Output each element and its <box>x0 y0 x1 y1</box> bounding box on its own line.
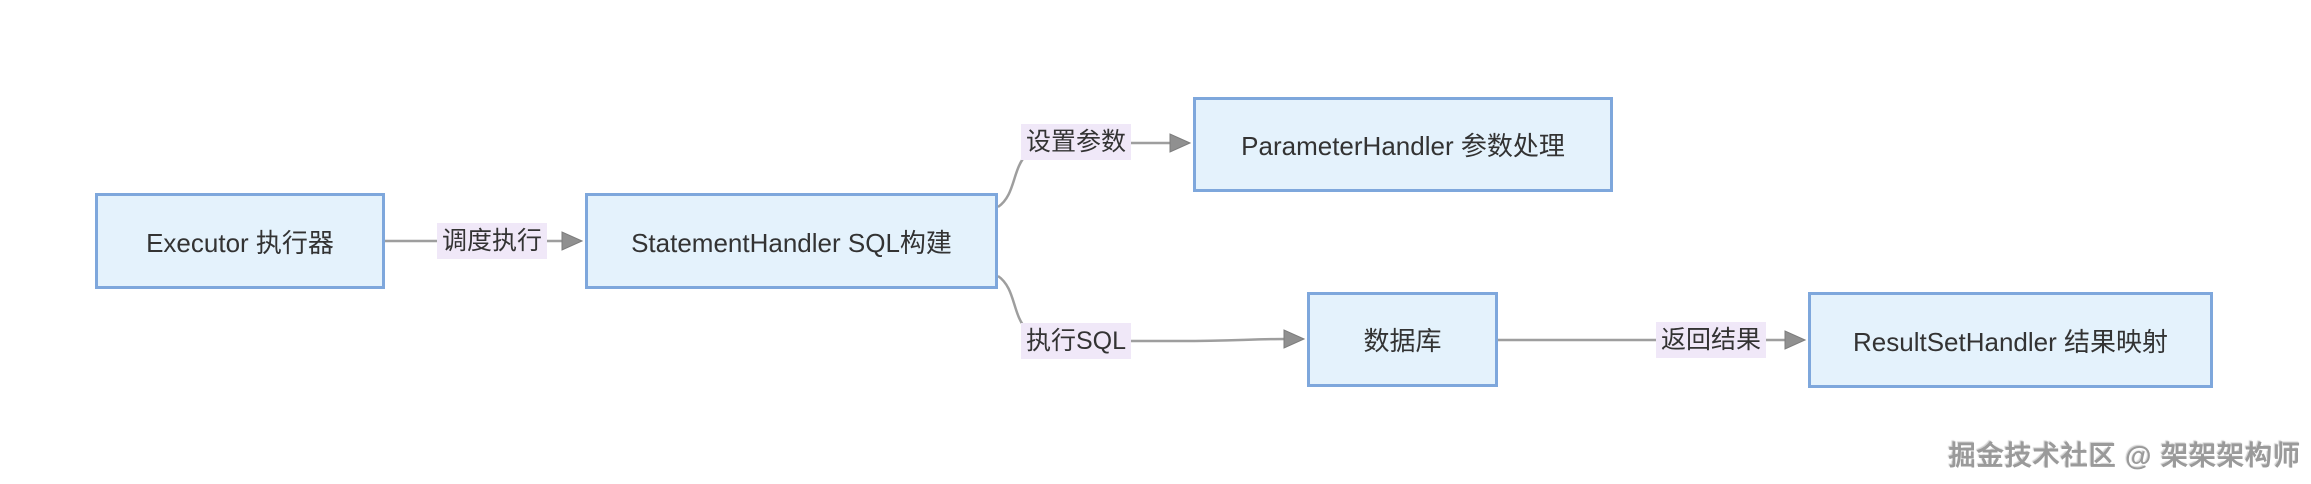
node-statement-handler-label: StatementHandler SQL构建 <box>631 227 952 258</box>
arrowhead-database <box>1283 329 1306 349</box>
edge-label-return-result: 返回结果 <box>1655 322 1767 358</box>
node-resultset-handler: ResultSetHandler 结果映射 <box>1808 292 2213 388</box>
arrowhead-resultsethandler <box>1784 330 1807 350</box>
node-parameter-handler: ParameterHandler 参数处理 <box>1193 97 1613 192</box>
node-executor-label: Executor 执行器 <box>146 227 334 258</box>
arrowhead-parameterhandler <box>1169 133 1192 153</box>
arrowhead-statementhandler <box>561 231 584 251</box>
node-resultset-handler-label: ResultSetHandler 结果映射 <box>1853 326 2168 357</box>
node-executor: Executor 执行器 <box>95 193 385 289</box>
edge-label-set-params: 设置参数 <box>1020 124 1132 160</box>
node-database-label: 数据库 <box>1363 326 1442 356</box>
node-statement-handler: StatementHandler SQL构建 <box>585 193 998 289</box>
edge-label-execute-sql: 执行SQL <box>1020 323 1132 359</box>
node-parameter-handler-label: ParameterHandler 参数处理 <box>1241 131 1565 161</box>
node-database: 数据库 <box>1307 292 1498 387</box>
edge-label-dispatch-execute: 调度执行 <box>436 223 548 259</box>
watermark-text: 掘金技术社区 @ 架架架构师 <box>1948 441 2301 471</box>
